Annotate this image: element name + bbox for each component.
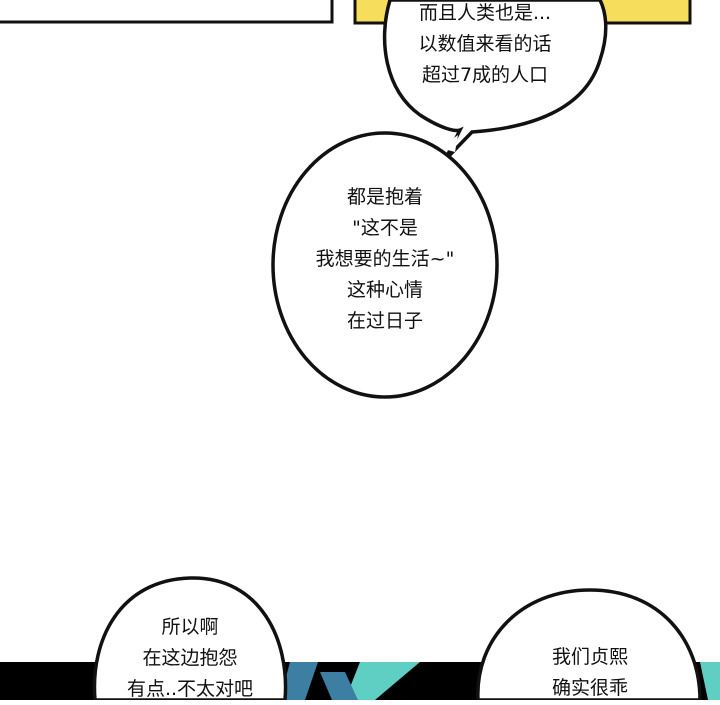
line: "这不是 [352,217,418,239]
teal-stripe [320,672,358,700]
speech-bubble [271,131,499,399]
line: 我想要的生活~" [315,248,455,270]
line: 都是抱着 [346,186,423,208]
line: 以数值来看的话 [418,33,552,55]
line: 所以啊 [161,616,219,638]
line: 在过日子 [346,310,423,332]
line: 而且人类也是... [418,2,552,24]
bubble-text: 所以啊 在这边抱怨 有点..不太对吧 [90,612,290,705]
speech-bubble [476,588,702,700]
bubble-text: 都是抱着 "这不是 我想要的生活~" 这种心情 在过日子 [285,182,485,337]
speech-bubble [92,576,288,700]
blue-stripe [280,662,318,700]
bubble-text: 我们贞熙 确实很乖 [490,642,690,704]
line: 在这边抱怨 [142,647,238,669]
bubble-text: 而且人类也是... 以数值来看的话 超过7成的人口 [385,0,585,91]
line: 我们贞熙 [551,646,628,668]
teal-stripe [345,662,420,700]
line: 超过7成的人口 [421,64,549,86]
line: 有点..不太对吧 [126,678,254,700]
line: 这种心情 [346,279,423,301]
speech-bubble [382,0,608,162]
teal-stripe [700,662,720,700]
line: 确实很乖 [551,677,628,699]
top-left-panel [0,0,334,24]
